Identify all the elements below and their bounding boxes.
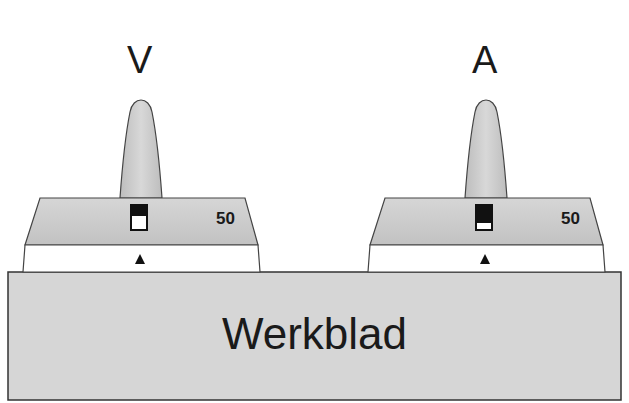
worktop	[8, 272, 621, 400]
timer-a	[368, 100, 605, 272]
timer-v	[23, 100, 260, 272]
dial-number: 50	[216, 210, 235, 227]
region-label: Werkblad	[222, 312, 407, 356]
timer-letter: A	[472, 41, 497, 79]
worktop-region: Werkblad	[8, 272, 621, 400]
timer: V 50	[20, 20, 265, 272]
timer: A 50	[365, 20, 610, 272]
dial-number: 50	[561, 210, 580, 227]
timer-letter: V	[127, 41, 152, 79]
